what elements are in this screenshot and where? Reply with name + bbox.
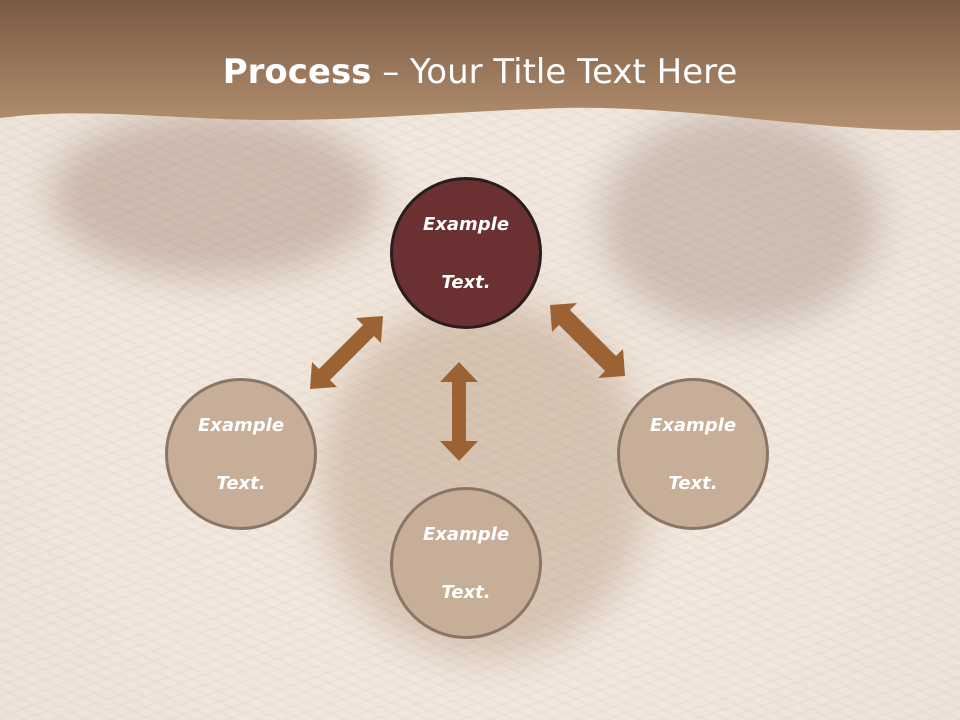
node-label-line2: Text. bbox=[668, 472, 718, 494]
node-label-line1: Example bbox=[649, 414, 737, 436]
node-label-line2: Text. bbox=[441, 271, 491, 293]
slide-title: Process – Your Title Text Here bbox=[0, 52, 960, 92]
background-photo-blur bbox=[50, 110, 380, 280]
node-label-line1: Example bbox=[197, 414, 285, 436]
title-bold-text: Process bbox=[222, 52, 372, 92]
node-label-line1: Example bbox=[422, 523, 510, 545]
node-label-line1: Example bbox=[422, 213, 510, 235]
double-arrow-vertical bbox=[440, 362, 478, 461]
background-photo-blur bbox=[600, 110, 880, 330]
node-label-line2: Text. bbox=[216, 472, 266, 494]
double-arrow-right-diagonal bbox=[550, 303, 625, 378]
double-arrow-left-diagonal bbox=[310, 316, 383, 389]
node-label-line2: Text. bbox=[441, 581, 491, 603]
header-banner bbox=[0, 0, 960, 131]
title-rest-text: – Your Title Text Here bbox=[371, 52, 738, 92]
